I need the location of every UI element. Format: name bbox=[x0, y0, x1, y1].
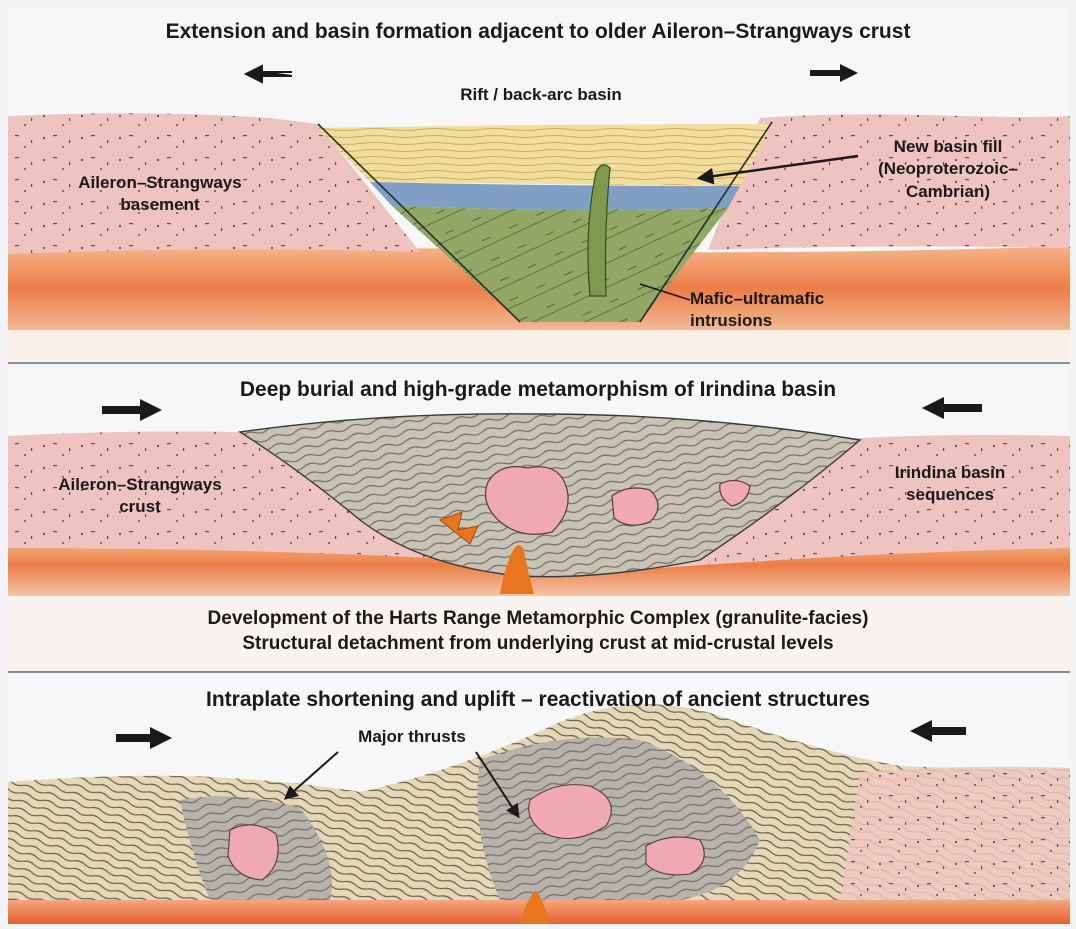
major-thrusts-label: Major thrusts bbox=[322, 726, 502, 748]
irindina-sequences-label: Irindina basin sequences bbox=[860, 462, 1040, 507]
panel-2-title: Deep burial and high-grade metamorphism … bbox=[0, 376, 1076, 404]
basin-blue-layer bbox=[370, 182, 740, 210]
granite-body bbox=[529, 785, 612, 839]
panel-2-caption: Development of the Harts Range Metamorph… bbox=[0, 606, 1076, 656]
panel-divider bbox=[8, 362, 1070, 364]
granite-body bbox=[646, 837, 704, 875]
crust-label: Aileron–Strangways crust bbox=[20, 474, 260, 519]
basin-fill-label: New basin fill (Neoproterozoic– Cambrian… bbox=[848, 136, 1048, 203]
panel-divider bbox=[8, 671, 1070, 673]
panel-3-title: Intraplate shortening and uplift – react… bbox=[0, 686, 1076, 714]
rift-basin-label: Rift / back-arc basin bbox=[436, 84, 646, 106]
basement-label: Aileron–Strangways basement bbox=[40, 172, 280, 217]
intrusions-label: Mafic–ultramafic intrusions bbox=[690, 288, 850, 333]
granite-body bbox=[612, 488, 658, 525]
panel-1-title: Extension and basin formation adjacent t… bbox=[0, 18, 1076, 46]
